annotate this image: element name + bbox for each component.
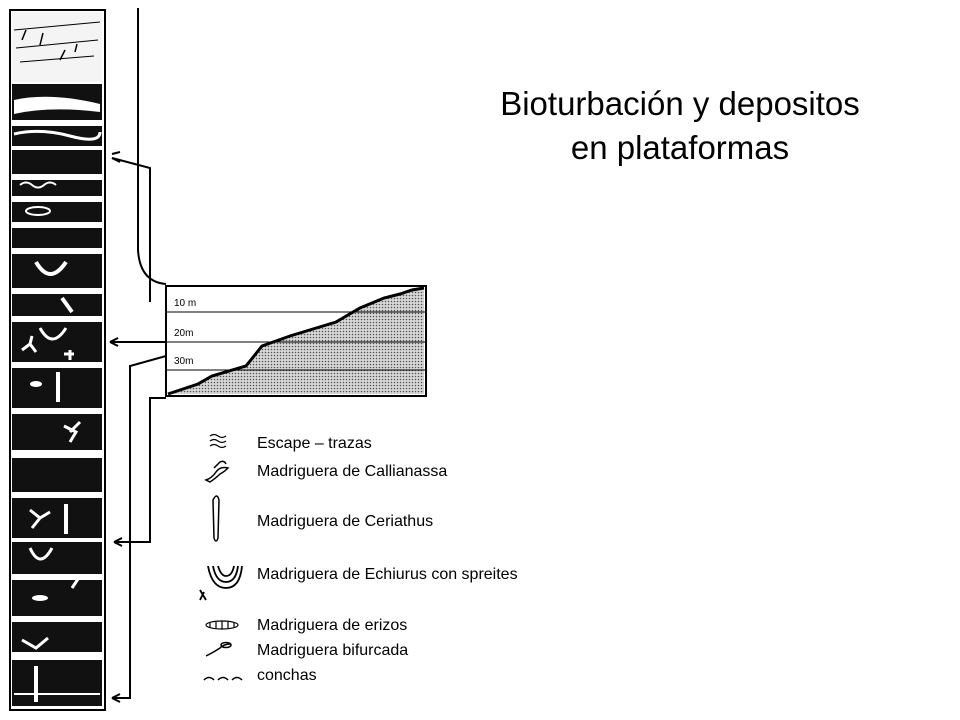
connector-arrows <box>109 8 167 703</box>
echiurus-burrow-icon <box>199 565 243 601</box>
page-title: Bioturbación y depositos en plataformas <box>440 82 920 170</box>
escape-traces-icon <box>209 433 227 449</box>
ceriathus-burrow-icon <box>212 495 220 542</box>
legend-item-callianassa: Madriguera de Callianassa <box>257 463 448 480</box>
legend-item-erizos: Madriguera de erizos <box>257 617 408 634</box>
title-line-1: Bioturbación y depositos <box>500 85 860 122</box>
legend-item-echiurus: Madriguera de Echiurus con spreites <box>257 566 518 583</box>
legend-item-escape: Escape – trazas <box>257 435 372 452</box>
legend-item-bifurcada: Madriguera bifurcada <box>257 642 409 659</box>
legend-item-ceriathus: Madriguera de Ceriathus <box>257 513 434 530</box>
shells-icon <box>203 676 243 681</box>
stratigraphic-column <box>9 9 106 711</box>
depth-label-20m: 20m <box>174 328 194 339</box>
depth-label-30m: 30m <box>174 356 194 367</box>
urchin-burrow-icon <box>205 620 239 630</box>
callianassa-burrow-icon <box>204 460 230 483</box>
depth-profile <box>165 285 427 397</box>
forked-burrow-icon <box>205 641 232 657</box>
depth-label-10m: 10 m <box>174 298 197 309</box>
title-line-2: en plataformas <box>570 129 790 166</box>
legend-item-conchas: conchas <box>257 667 317 684</box>
